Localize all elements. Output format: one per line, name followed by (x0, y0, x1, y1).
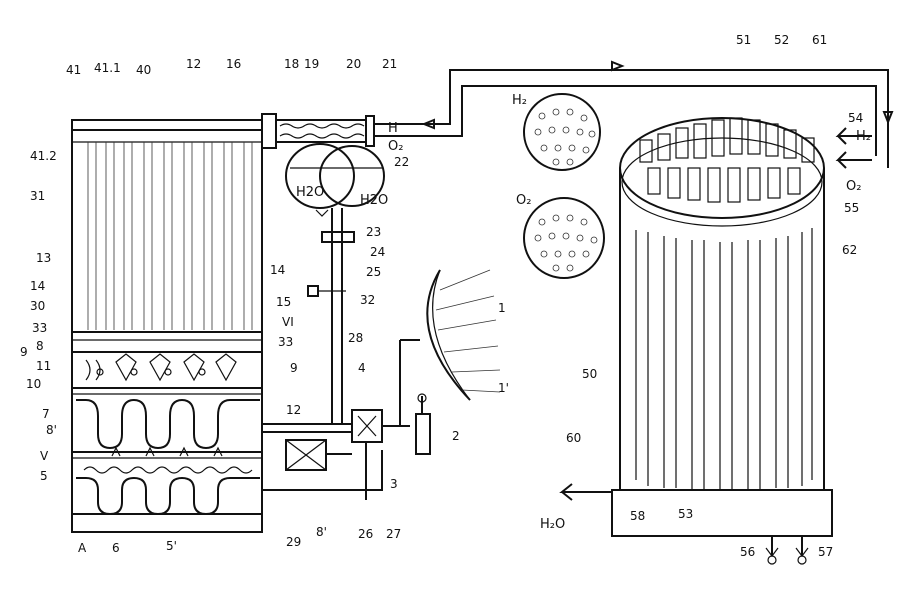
o2-inlet-arrow (838, 152, 872, 168)
label-41: 41 (66, 63, 81, 77)
label-vi: VI (282, 315, 294, 329)
label-56: 56 (740, 545, 755, 559)
pump-2 (416, 414, 430, 454)
label-27: 27 (386, 527, 401, 541)
label-15: 15 (276, 295, 291, 309)
label-25: 25 (366, 265, 381, 279)
label-21: 21 (382, 57, 397, 71)
label-8p: 8' (46, 423, 57, 437)
label-h2o-out: H₂O (540, 517, 565, 532)
label-51: 51 (736, 33, 751, 47)
label-8: 8 (36, 339, 44, 353)
label-58: 58 (630, 509, 645, 523)
tube-bundle (88, 142, 252, 330)
label-14b: 14 (30, 279, 45, 293)
label-5p: 5' (166, 539, 177, 553)
h2-membrane-circle (524, 94, 600, 170)
label-41-1: 41.1 (94, 61, 121, 75)
label-50: 50 (582, 367, 597, 381)
label-h2-arrow: H₂ (856, 129, 871, 144)
label-o2: O₂ (388, 139, 403, 154)
lower-piping (262, 340, 430, 500)
label-20: 20 (346, 57, 361, 71)
label-12b: 12 (286, 403, 301, 417)
label-13: 13 (36, 251, 51, 265)
gas-line (410, 70, 888, 168)
fuel-cell (562, 118, 872, 564)
reference-labels: 41 41.1 40 12 16 18 19 20 21 41.2 31 13 … (20, 33, 871, 559)
label-o2-arrow: O₂ (846, 179, 861, 194)
label-61: 61 (812, 33, 827, 47)
label-1p: 1' (498, 381, 509, 395)
label-33a: 33 (32, 321, 47, 335)
label-19: 19 (304, 57, 319, 71)
label-30: 30 (30, 299, 45, 313)
solar-mirror-icon (418, 270, 500, 414)
label-32: 32 (360, 293, 375, 307)
valve-24 (322, 232, 354, 242)
label-53: 53 (678, 507, 693, 521)
label-60: 60 (566, 431, 581, 445)
label-31: 31 (30, 189, 45, 203)
label-23: 23 (366, 225, 381, 239)
housing-outline (72, 120, 262, 532)
gas-line-2 (410, 86, 876, 156)
serpentine-upper (76, 400, 260, 448)
label-h: H (388, 121, 398, 136)
label-2: 2 (452, 429, 460, 443)
water-outlet-arrow (562, 484, 612, 500)
label-26: 26 (358, 527, 373, 541)
left-apparatus (72, 120, 262, 532)
label-40: 40 (136, 63, 151, 77)
serpentine-lower (76, 478, 260, 514)
label-4: 4 (358, 361, 366, 375)
o2-membrane-circle (524, 198, 604, 278)
label-10: 10 (26, 377, 41, 391)
label-9a: 9 (20, 345, 28, 359)
label-29: 29 (286, 535, 301, 549)
label-7: 7 (42, 407, 50, 421)
label-24: 24 (370, 245, 385, 259)
label-18: 18 (284, 57, 299, 71)
label-a: A (78, 541, 87, 555)
label-9b: 9 (290, 361, 298, 375)
label-11: 11 (36, 359, 51, 373)
label-22: 22 (394, 155, 409, 169)
label-33b: 33 (278, 335, 293, 349)
label-57: 57 (818, 545, 833, 559)
label-41-2: 41.2 (30, 149, 57, 163)
label-14a: 14 (270, 263, 285, 277)
label-54: 54 (848, 111, 863, 125)
label-55: 55 (844, 201, 859, 215)
label-6: 6 (112, 541, 120, 555)
label-v: V (40, 449, 49, 463)
label-12: 12 (186, 57, 201, 71)
label-1: 1 (498, 301, 506, 315)
label-o2-circle: O₂ (516, 193, 531, 208)
label-28: 28 (348, 331, 363, 345)
label-5: 5 (40, 469, 48, 483)
label-3: 3 (390, 477, 398, 491)
long-tubes (636, 228, 812, 490)
label-16: 16 (226, 57, 241, 71)
label-h2o-side: H2O (360, 193, 388, 208)
label-h2-circle: H₂ (512, 93, 527, 108)
label-8pp: 8' (316, 525, 327, 539)
label-h2o-tank: H2O (296, 185, 324, 200)
label-62: 62 (842, 243, 857, 257)
burner-row (86, 354, 236, 380)
label-52: 52 (774, 33, 789, 47)
